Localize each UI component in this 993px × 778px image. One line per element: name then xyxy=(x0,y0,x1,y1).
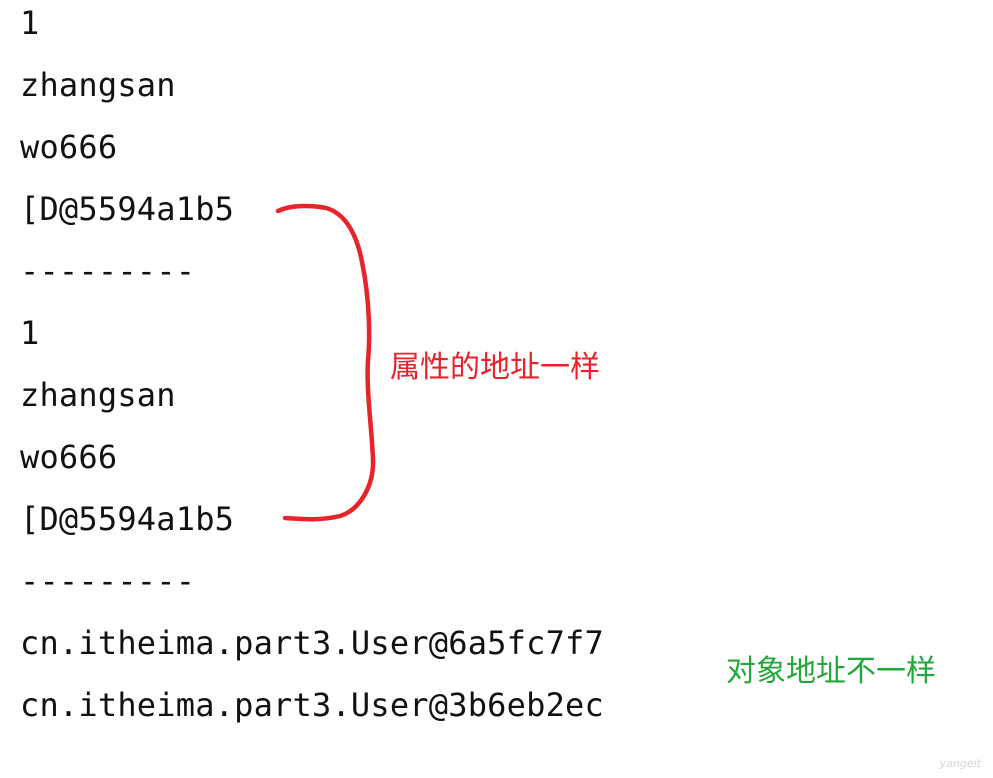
console-line: --------- xyxy=(20,252,196,290)
console-line: cn.itheima.part3.User@3b6eb2ec xyxy=(20,686,604,724)
console-line: 1 xyxy=(20,314,40,352)
different-address-note: 对象地址不一样 xyxy=(726,654,936,689)
console-line: [D@5594a1b5 xyxy=(20,500,235,538)
console-line: cn.itheima.part3.User@6a5fc7f7 xyxy=(20,624,604,662)
watermark: yangeit xyxy=(939,757,981,770)
console-line: --------- xyxy=(20,562,196,600)
same-address-note: 属性的地址一样 xyxy=(390,350,600,385)
console-line: zhangsan xyxy=(20,66,176,104)
console-line: [D@5594a1b5 xyxy=(20,190,235,228)
console-line: wo666 xyxy=(20,128,118,166)
console-lines: 1 zhangsan wo666 [D@5594a1b5 --------- 1… xyxy=(20,0,604,736)
console-line: 1 xyxy=(20,4,40,42)
console-line: wo666 xyxy=(20,438,118,476)
console-line: zhangsan xyxy=(20,376,176,414)
